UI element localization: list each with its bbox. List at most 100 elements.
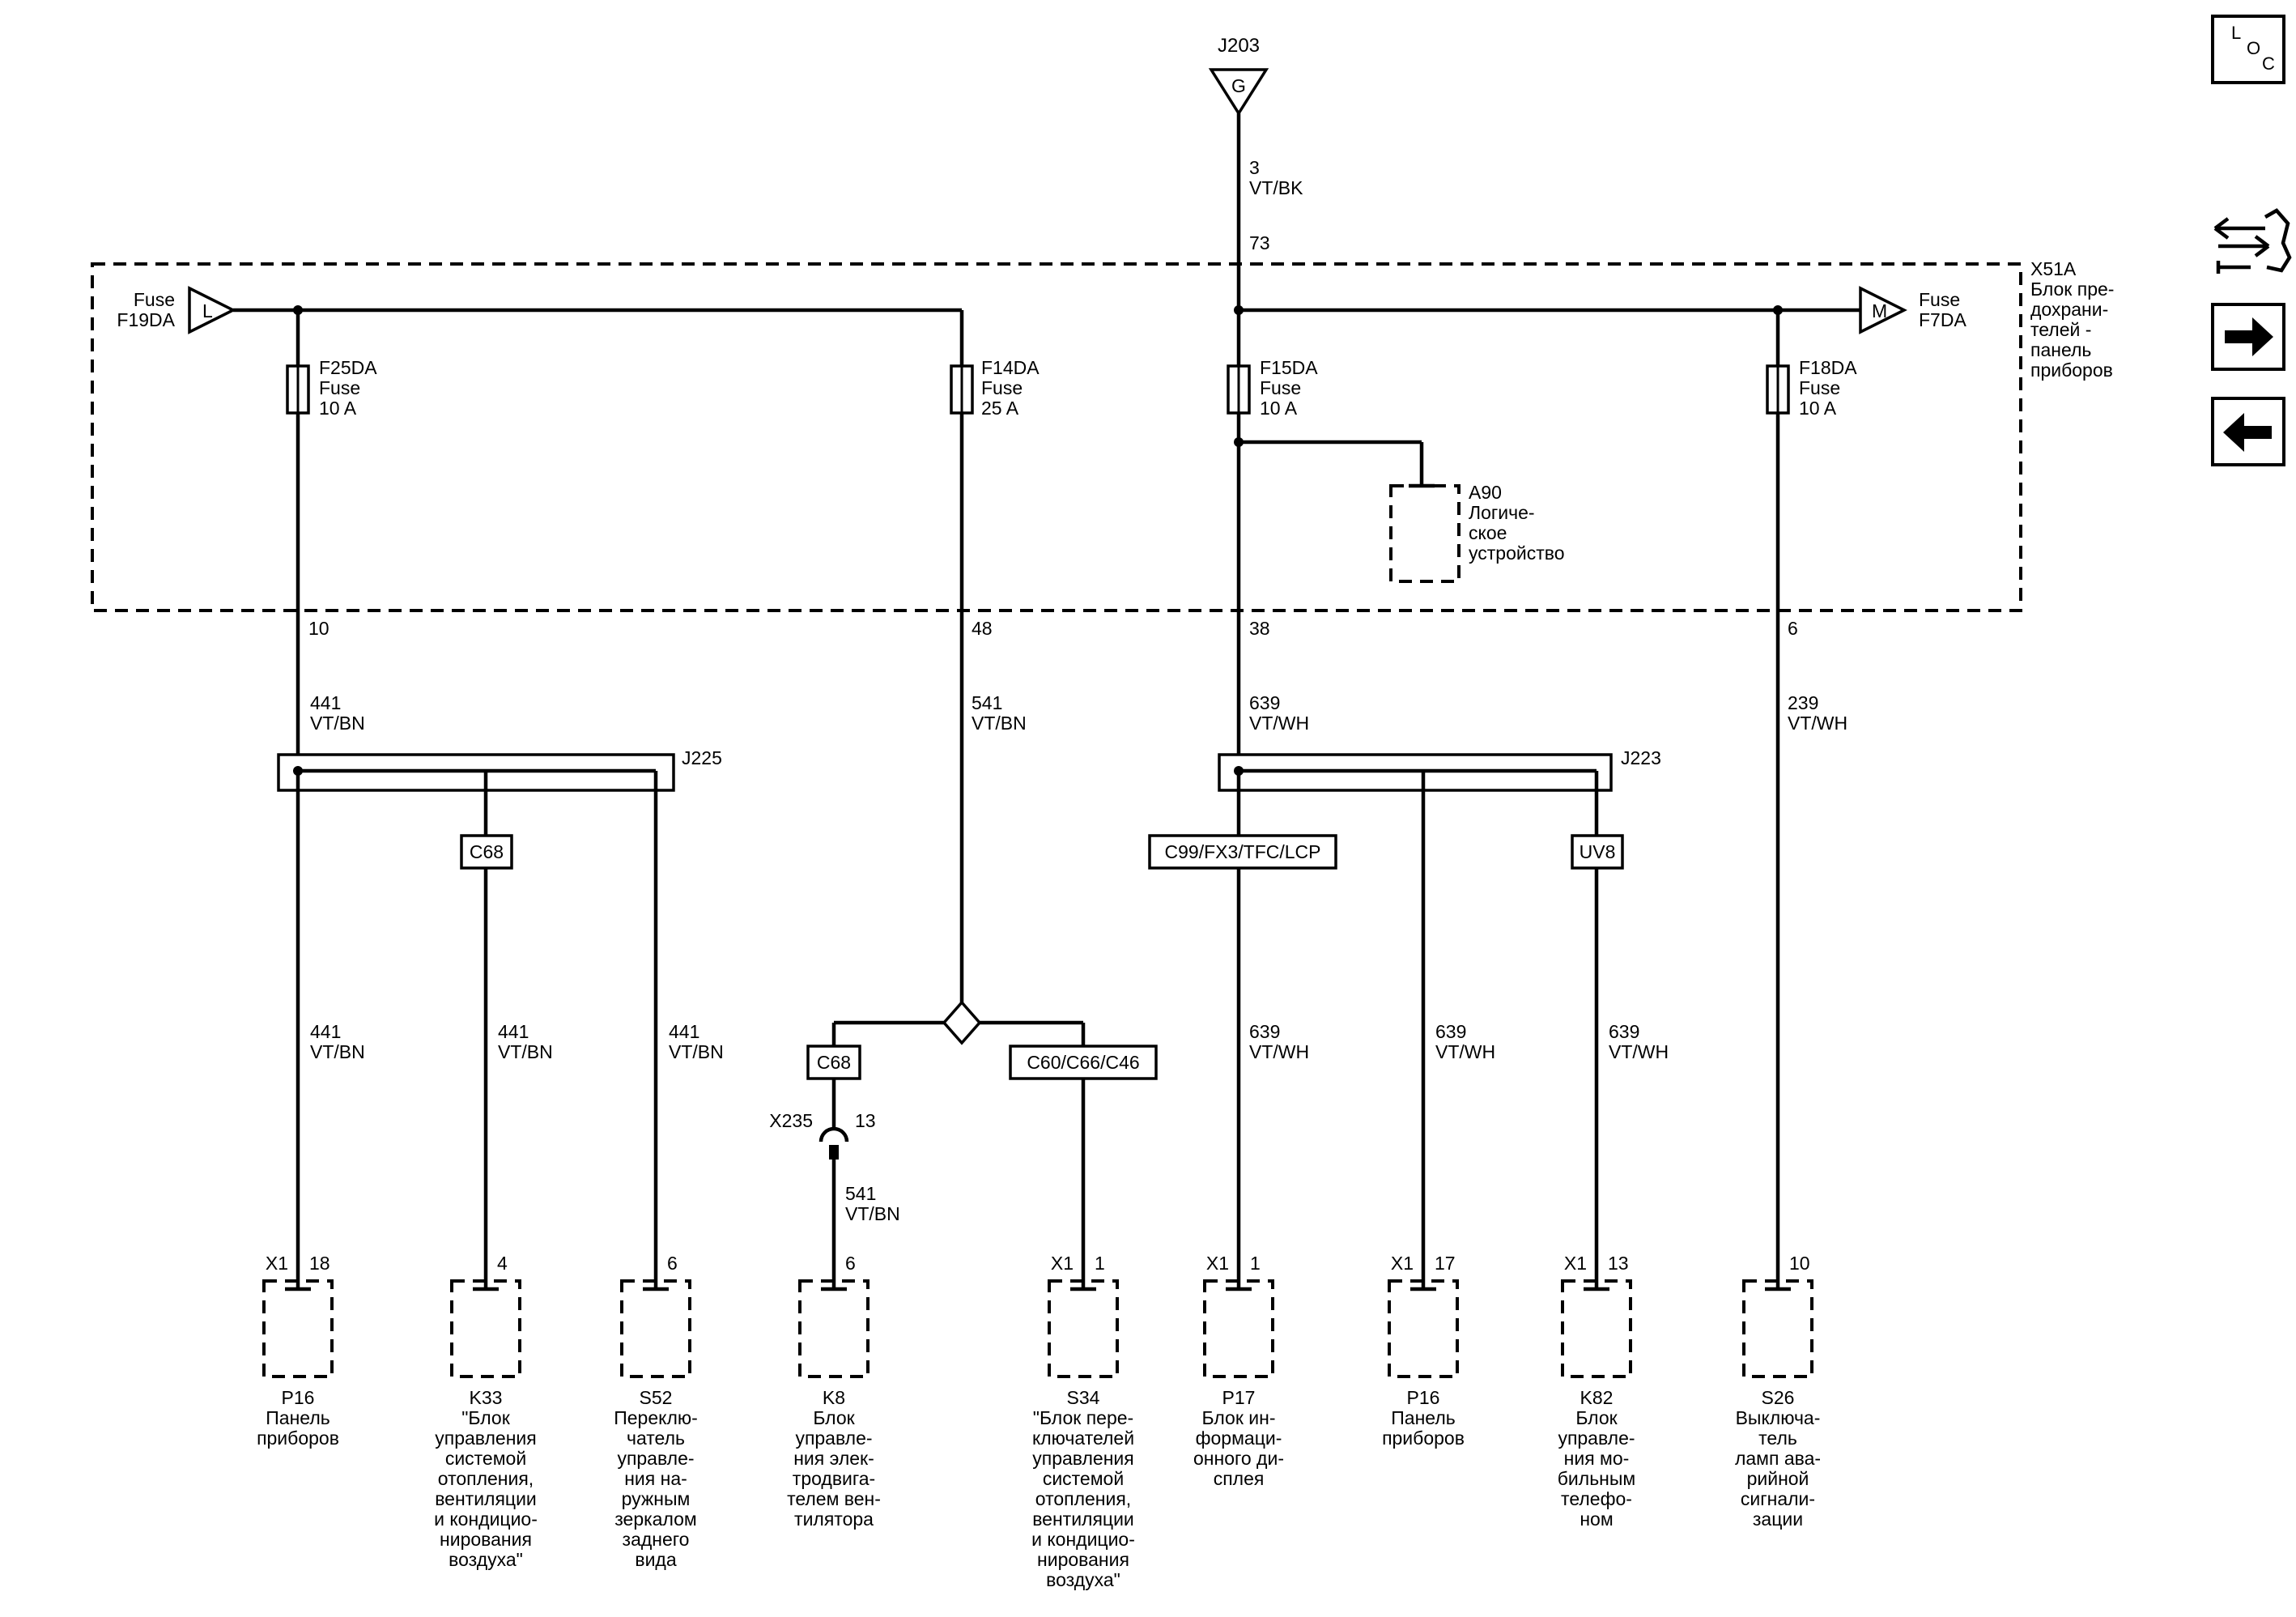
component-pin: 4 xyxy=(497,1253,508,1274)
svg-text:C99/FX3/TFC/LCP: C99/FX3/TFC/LCP xyxy=(1165,841,1321,862)
component-outline xyxy=(1388,1279,1459,1378)
svg-text:приборов: приборов xyxy=(2030,360,2113,381)
fuse-f15da: F15DA Fuse 10 A xyxy=(1227,310,1318,419)
component-desc-line: заднего xyxy=(623,1529,690,1550)
previous-arrow-icon[interactable] xyxy=(2211,397,2285,466)
component-pin: 6 xyxy=(667,1253,678,1274)
supply-m-f7da: M Fuse F7DA xyxy=(1239,286,1966,334)
svg-text:L: L xyxy=(202,300,213,321)
component-desc-line: воздуха" xyxy=(449,1549,523,1570)
svg-text:F25DA: F25DA xyxy=(319,357,377,378)
component-desc-line: и кондицио- xyxy=(434,1508,538,1530)
component-desc-line: зеркалом xyxy=(614,1508,697,1530)
component-desc-line: Блок ин- xyxy=(1202,1407,1276,1428)
option-c68-b: C68 xyxy=(806,1045,861,1127)
component-desc-line: вида xyxy=(635,1549,676,1570)
svg-text:639: 639 xyxy=(1609,1021,1639,1042)
svg-text:VT/WH: VT/WH xyxy=(1249,1041,1309,1062)
component-name: P17 xyxy=(1222,1387,1256,1408)
component-desc-line: зации xyxy=(1753,1508,1803,1530)
loc-icon[interactable]: L O C xyxy=(2211,15,2285,84)
component-desc-line: Панель xyxy=(266,1407,330,1428)
component-connector: X1 xyxy=(1051,1253,1074,1274)
svg-text:10 A: 10 A xyxy=(1799,398,1837,419)
component-outline xyxy=(1742,1279,1813,1378)
svg-text:UV8: UV8 xyxy=(1580,841,1616,862)
splice-j225: J225 xyxy=(277,747,722,1289)
svg-text:639: 639 xyxy=(1249,692,1280,713)
svg-text:устройство: устройство xyxy=(1469,543,1565,564)
svg-text:A90: A90 xyxy=(1469,482,1502,503)
ground-symbol xyxy=(1208,68,1269,117)
svg-text:дохрани-: дохрани- xyxy=(2030,299,2108,320)
component-desc-line: отопления, xyxy=(1035,1488,1131,1509)
component-desc-line: телефо- xyxy=(1561,1488,1632,1509)
next-arrow-icon[interactable] xyxy=(2211,303,2285,371)
component-desc-line: сигнали- xyxy=(1741,1488,1815,1509)
component-desc-line: системой xyxy=(445,1448,526,1469)
component-desc-line: и кондицио- xyxy=(1031,1529,1135,1550)
svg-text:VT/BN: VT/BN xyxy=(310,1041,365,1062)
component-desc-line: приборов xyxy=(257,1428,339,1449)
component-desc-line: управле- xyxy=(1558,1428,1635,1449)
component-desc-line: телем вен- xyxy=(787,1488,881,1509)
fuse-block-outline xyxy=(91,262,2022,612)
svg-text:VT/BN: VT/BN xyxy=(310,713,365,734)
component-desc-line: ния на- xyxy=(624,1468,687,1489)
component-outline xyxy=(450,1279,521,1378)
ground-letter: G xyxy=(1231,75,1246,96)
connector-tool-icon[interactable] xyxy=(2213,208,2292,274)
svg-text:VT/BN: VT/BN xyxy=(972,713,1027,734)
fuse-block-label: X51A Блок пре- дохрани- телей - панель п… xyxy=(2030,258,2114,381)
component-connector: X1 xyxy=(1206,1253,1229,1274)
component-desc-line: нирования xyxy=(1037,1549,1129,1570)
svg-text:J225: J225 xyxy=(682,747,722,768)
component-desc-line: ния элек- xyxy=(793,1448,874,1469)
component-desc-line: Блок xyxy=(1575,1407,1618,1428)
svg-text:25 A: 25 A xyxy=(981,398,1019,419)
fuse-f14da: F14DA Fuse 25 A xyxy=(950,357,1040,419)
component-desc-line: вентиляции xyxy=(435,1488,537,1509)
fuse-block-pin-73: 73 xyxy=(1249,232,1270,253)
svg-text:441: 441 xyxy=(669,1021,699,1042)
svg-text:Fuse: Fuse xyxy=(319,377,360,398)
component-name: S52 xyxy=(640,1387,673,1408)
svg-text:Fuse: Fuse xyxy=(981,377,1023,398)
component-desc-line: "Блок xyxy=(461,1407,510,1428)
component-desc-line: тилятора xyxy=(794,1508,874,1530)
svg-text:639: 639 xyxy=(1435,1021,1466,1042)
splice-j223: J223 xyxy=(1218,747,1661,1289)
component-outline xyxy=(620,1279,691,1378)
svg-text:X235: X235 xyxy=(769,1110,813,1131)
svg-text:панель: панель xyxy=(2030,339,2091,360)
svg-text:Fuse: Fuse xyxy=(1799,377,1840,398)
component-name: K8 xyxy=(823,1387,845,1408)
ground-j203: J203 G 3 VT/BK 73 xyxy=(1208,35,1303,311)
svg-text:441: 441 xyxy=(310,1021,341,1042)
component-pin: 13 xyxy=(1608,1253,1629,1274)
component-name: P16 xyxy=(1407,1387,1440,1408)
svg-text:C60/C66/C46: C60/C66/C46 xyxy=(1027,1052,1139,1073)
svg-text:J223: J223 xyxy=(1621,747,1661,768)
svg-text:VT/WH: VT/WH xyxy=(1609,1041,1669,1062)
option-c68: C68 xyxy=(460,834,513,1289)
component-pin: 1 xyxy=(1250,1253,1261,1274)
inline-connector-x235: X235 13 541 VT/BN xyxy=(769,1110,900,1289)
component-desc-line: вентиляции xyxy=(1032,1508,1134,1530)
fuse-pin-38: 38 xyxy=(1249,618,1270,639)
svg-text:C68: C68 xyxy=(817,1052,851,1073)
fuse-pin-6: 6 xyxy=(1788,618,1798,639)
component-pin: 18 xyxy=(309,1253,330,1274)
logic-device-a90: A90 Логиче- ское устройство xyxy=(1234,437,1565,583)
svg-text:ское: ское xyxy=(1469,522,1507,543)
svg-text:541: 541 xyxy=(845,1183,876,1204)
component-outline xyxy=(1203,1279,1274,1378)
component-desc-line: рийной xyxy=(1747,1468,1809,1489)
supply-l-f19da: Fuse F19DA L xyxy=(117,286,964,366)
component-desc-line: управления xyxy=(435,1428,536,1449)
component-connector: X1 xyxy=(1564,1253,1587,1274)
